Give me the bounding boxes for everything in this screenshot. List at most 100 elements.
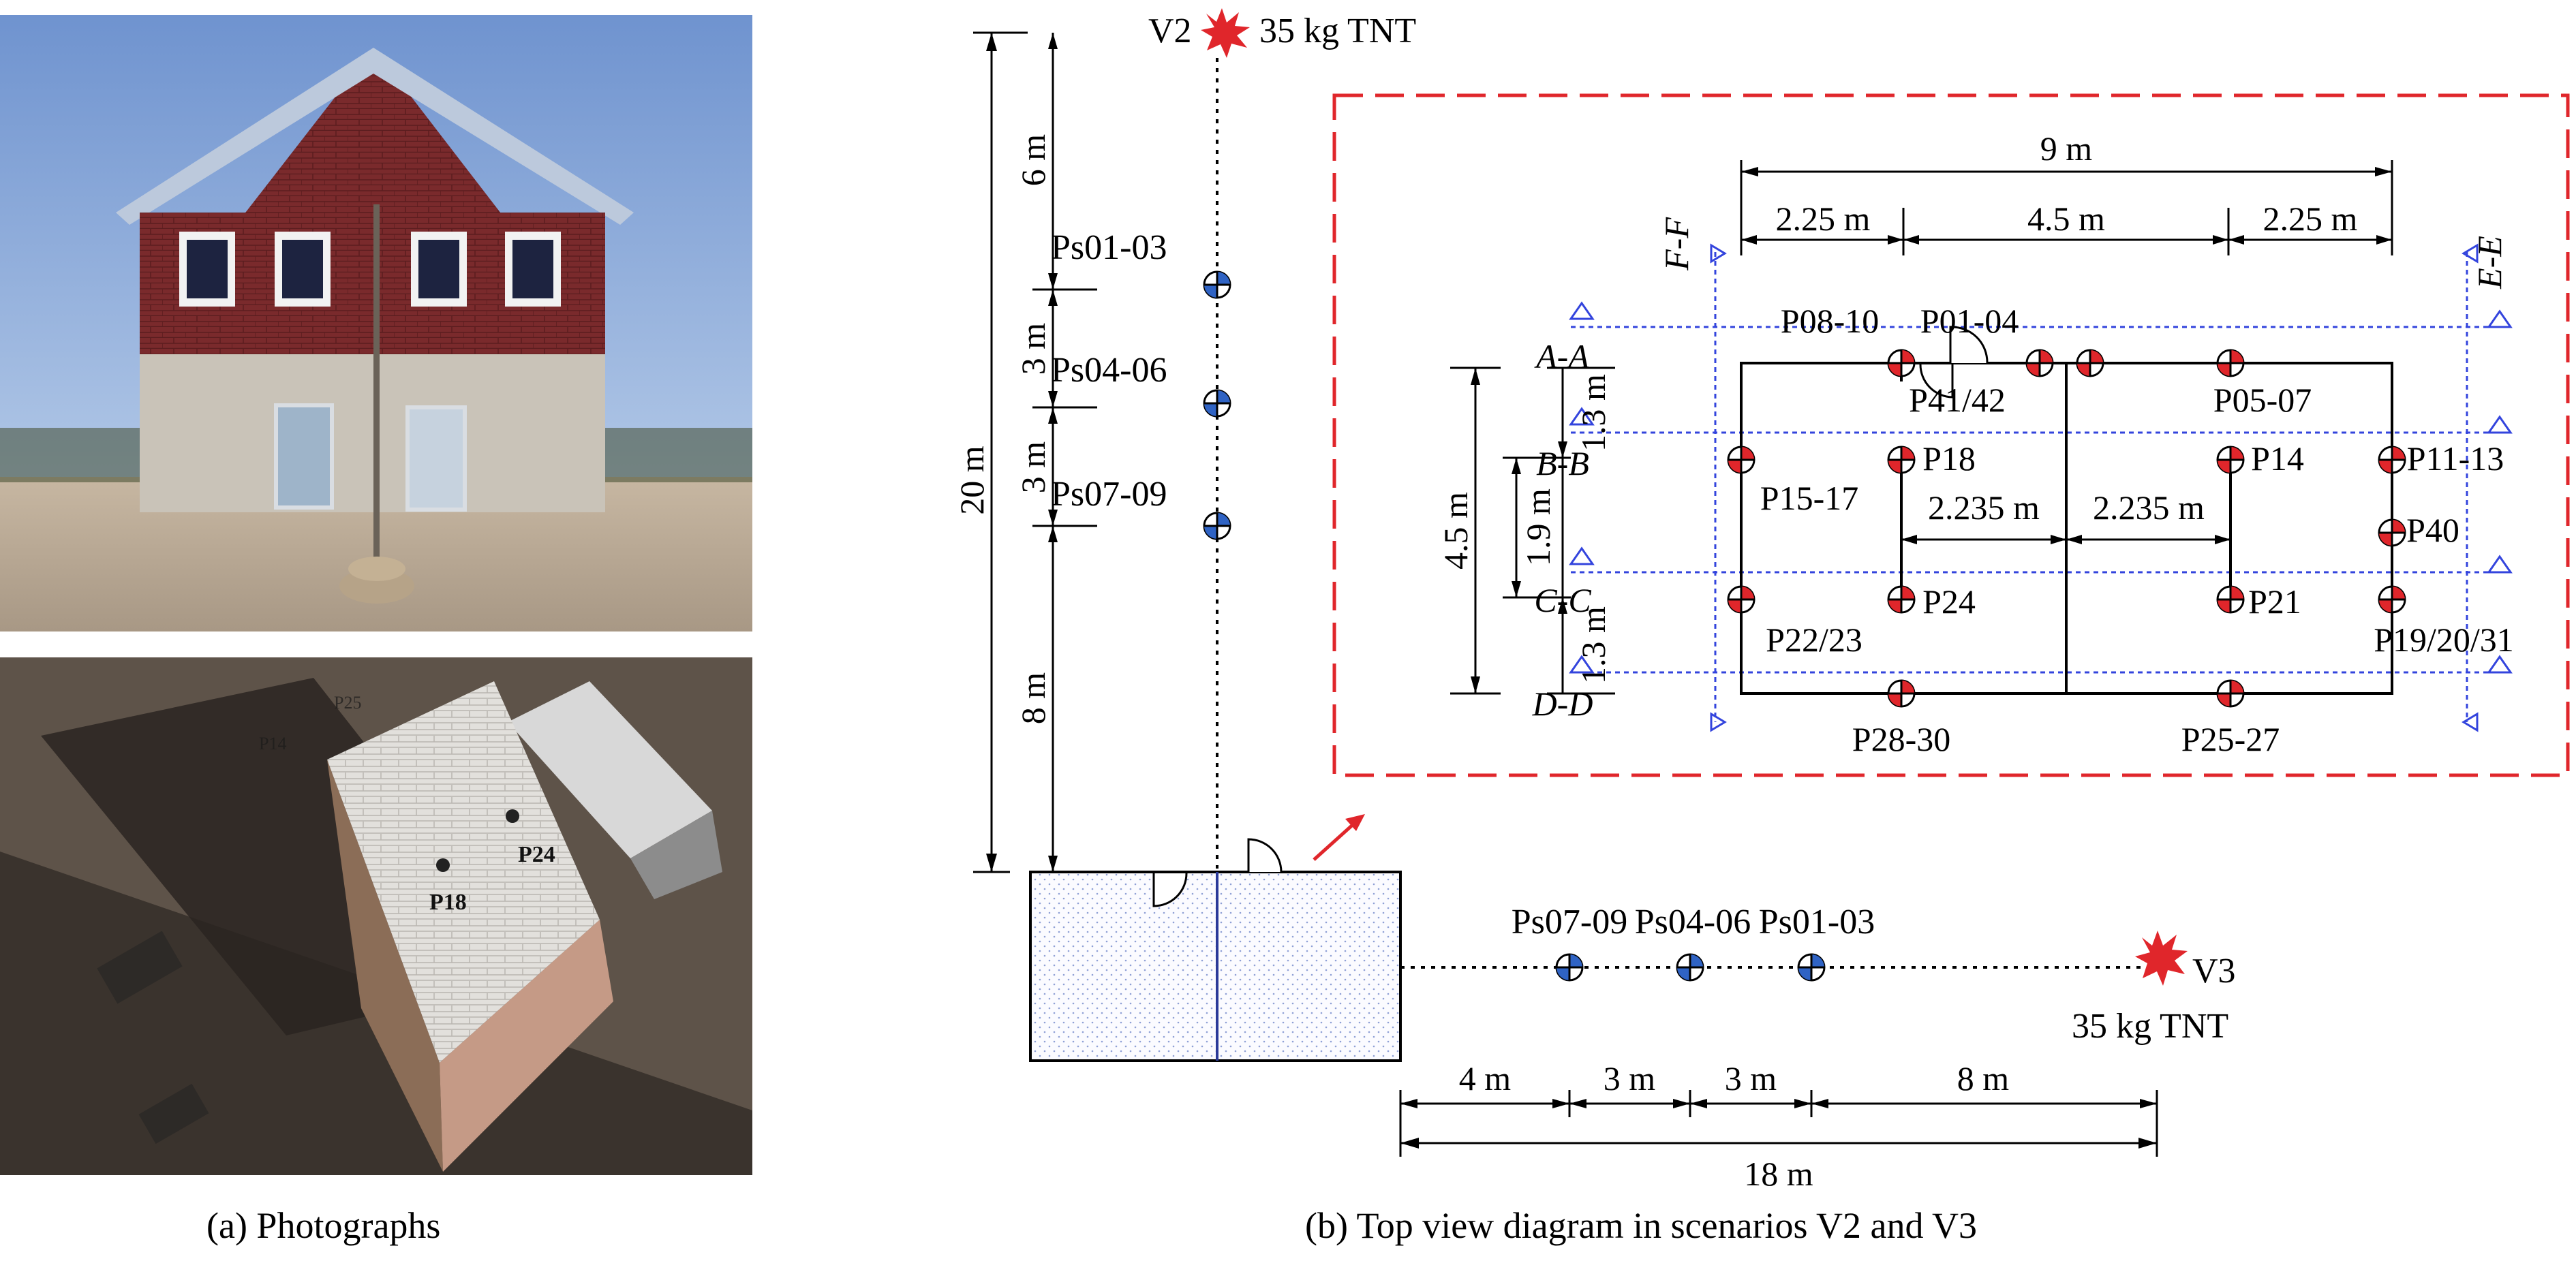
v3-dim-3m-b: 3 m — [1725, 1059, 1777, 1097]
v2-dim-8m: 8 m — [1014, 672, 1052, 725]
gauge-label-p11-13: P11-13 — [2407, 439, 2504, 478]
v2-gauge-ps07-09: Ps07-09 — [1051, 475, 1231, 540]
plan-dim-4-5m: 4.5 m — [2027, 200, 2105, 238]
aerial-photo: P18 P24 P25 P14 — [0, 657, 752, 1175]
v3-gauge-ps04-06-label: Ps04-06 — [1635, 903, 1751, 941]
v3-label: V3 — [2192, 952, 2236, 991]
building-side-wall — [327, 760, 443, 1172]
wall-gauge-icon — [1887, 349, 1916, 377]
top-view-diagram-svg: V2 35 kg TNT 20 m 6 m 3 m — [953, 8, 2570, 1193]
building-roof — [327, 681, 600, 1063]
v2-label: V2 — [1148, 12, 1192, 50]
v2-total-dim: 20 m — [953, 446, 991, 515]
v3-total-dim: 18 m — [1744, 1155, 1813, 1193]
building-footprint — [1029, 838, 1402, 1062]
wall-gauge-icon — [2216, 585, 2245, 614]
v3-charge: V3 35 kg TNT — [2072, 931, 2236, 1046]
photo-faded-label-p14: P14 — [259, 734, 286, 753]
photo-faded-label-p25: P25 — [334, 693, 361, 713]
house-front-photo — [0, 15, 752, 632]
gauge-label-p40: P40 — [2406, 511, 2459, 549]
wall-gauge-icon — [2025, 349, 2054, 377]
v2-gauge-ps01-03: Ps01-03 — [1051, 228, 1231, 299]
plan-dim-2-25m-right: 2.25 m — [2263, 200, 2358, 238]
door-swing-icon — [1247, 838, 1283, 873]
wall-gauge-icon — [2216, 349, 2245, 377]
gauge-label-p15-17: P15-17 — [1760, 479, 1858, 517]
v2-dim-3m-a: 3 m — [1014, 323, 1052, 375]
v2-dim-3m-b: 3 m — [1014, 441, 1052, 494]
gauge-label-p21: P21 — [2248, 582, 2301, 621]
v3-dim-8m: 8 m — [1957, 1059, 2010, 1097]
v2-charge-label: 35 kg TNT — [1259, 12, 1416, 50]
wall-gauge-icon — [2378, 446, 2406, 474]
door-swing-icon — [1919, 364, 1954, 399]
photographs-caption: (a) Photographs — [206, 1205, 441, 1246]
photo-marker-p24: P24 — [518, 842, 555, 867]
section-label-e-e: E-E — [2470, 236, 2509, 290]
plaster-lower-storey — [140, 354, 605, 512]
gauge-label-p22-23: P22/23 — [1766, 621, 1862, 659]
wall-gauge-icon — [2378, 518, 2406, 547]
plan-dim-1-3m-bottom: 1.3 m — [1574, 606, 1612, 684]
door-swing-icon — [1949, 326, 1989, 364]
v2-gauge-ps07-09-label: Ps07-09 — [1051, 475, 1167, 514]
plan-dim-1-3m-top: 1.3 m — [1574, 374, 1612, 452]
detail-pointer-arrow — [1313, 822, 1356, 861]
wall-gauge-icon — [1727, 585, 1755, 614]
wall-gauge-icon — [1727, 446, 1755, 474]
v3-gauge-ps07-09-label: Ps07-09 — [1512, 903, 1627, 941]
gauge-label-p14: P14 — [2251, 439, 2304, 478]
photographs-panel: P18 P24 P25 P14 (a) Photographs — [0, 0, 756, 1260]
plan-dim-2-235m-left: 2.235 m — [1928, 488, 2040, 527]
v3-gauge-ps07-09: Ps07-09 — [1512, 903, 1627, 982]
gauge-label-p41-42: P41/42 — [1909, 381, 2006, 419]
gauge-label-p25-27: P25-27 — [2181, 720, 2280, 758]
wall-gauge-icon — [2216, 446, 2245, 474]
photo-marker-p18: P18 — [429, 890, 467, 915]
gauge-label-p28-30: P28-30 — [1852, 720, 1950, 758]
v2-gauge-ps04-06: Ps04-06 — [1051, 351, 1231, 418]
v2-gauge-ps01-03-label: Ps01-03 — [1051, 228, 1167, 267]
gauge-label-p08-10: P08-10 — [1781, 302, 1879, 340]
v2-dimension-chain: 20 m 6 m 3 m 3 m 8 m — [953, 31, 1097, 873]
wall-gauge-icon — [2216, 679, 2245, 708]
diagram-caption: (b) Top view diagram in scenarios V2 and… — [1305, 1205, 1978, 1246]
v3-explosion-icon — [2135, 931, 2188, 986]
gauge-label-p01-04: P01-04 — [1920, 302, 2019, 340]
wall-gauges — [1727, 349, 2406, 708]
plan-dim-4-5m-depth: 4.5 m — [1437, 492, 1475, 570]
photographs-svg: P18 P24 P25 P14 — [0, 15, 752, 1175]
gauge-label-p19-20-31: P19/20/31 — [2374, 621, 2514, 659]
v2-gauge-ps04-06-label: Ps04-06 — [1051, 351, 1167, 390]
v2-dim-6m: 6 m — [1014, 134, 1052, 187]
truck — [508, 681, 712, 858]
gauge-label-p05-07: P05-07 — [2213, 381, 2312, 419]
v3-dim-3m-a: 3 m — [1604, 1059, 1656, 1097]
wall-gauge-icon — [1887, 585, 1916, 614]
wall-gauge-icon — [2378, 585, 2406, 614]
plan-dim-2-25m-left: 2.25 m — [1776, 200, 1871, 238]
wall-gauge-icon — [1887, 679, 1916, 708]
plan-dim-2-235m-right: 2.235 m — [2093, 488, 2205, 527]
detail-frame — [1332, 93, 2570, 777]
door-swing-icon — [1152, 873, 1188, 907]
v3-gauge-ps01-03-label: Ps01-03 — [1759, 903, 1875, 941]
v2-explosion-icon — [1201, 8, 1250, 58]
wall-gauge-icon — [1887, 446, 1916, 474]
gauge-label-p18: P18 — [1922, 439, 1976, 478]
building-end-wall — [440, 920, 613, 1172]
v3-gauge-ps04-06: Ps04-06 — [1635, 903, 1751, 982]
top-view-diagram-panel: V2 35 kg TNT 20 m 6 m 3 m — [756, 0, 2576, 1260]
v3-charge-label: 35 kg TNT — [2072, 1007, 2228, 1046]
plan-dim-1-9m: 1.9 m — [1519, 488, 1557, 566]
v2-charge: V2 35 kg TNT — [1148, 8, 1416, 58]
plan-dim-9m: 9 m — [2040, 129, 2093, 168]
detail-plan: A-A B-B C-C D-D F-F E-E — [1437, 129, 2514, 758]
gauge-label-p24: P24 — [1922, 582, 1976, 621]
v3-dimension-chain: 4 m 3 m 3 m 8 m 18 m — [1399, 1059, 2158, 1193]
section-label-f-f: F-F — [1657, 217, 1696, 271]
v3-gauge-ps01-03: Ps01-03 — [1759, 903, 1875, 982]
wall-gauge-icon — [2076, 349, 2104, 377]
v3-dim-4m: 4 m — [1459, 1059, 1512, 1097]
